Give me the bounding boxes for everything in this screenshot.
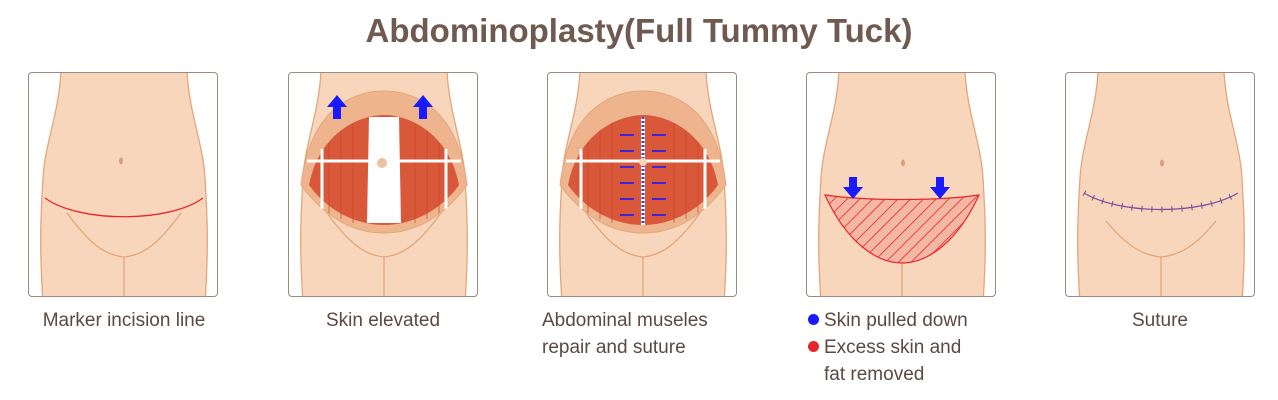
caption-suture: Suture [1132, 310, 1188, 331]
navel-icon [377, 158, 387, 168]
navel-icon [1160, 159, 1164, 167]
step-marker-incision-panel [28, 72, 218, 297]
excess-skin-region [823, 194, 981, 264]
page-title: Abdominoplasty(Full Tummy Tuck) [365, 12, 913, 49]
torso-illustration [300, 73, 468, 296]
step-suture-panel [1065, 72, 1255, 297]
navel-icon [119, 157, 123, 165]
caption-muscle-repair-line1: Abdominal museles [542, 310, 708, 331]
caption-skin-elevated: Skin elevated [325, 310, 441, 331]
step-skin-pulled-panel [806, 72, 996, 297]
arrow-up-icon [327, 95, 433, 119]
red-dot-icon [808, 341, 819, 352]
arrow-down-icon [843, 177, 950, 199]
legend-item-skin-pulled: Skin pulled down [808, 307, 968, 334]
torso-illustration [1077, 73, 1245, 296]
step-skin-elevated-panel [288, 72, 478, 297]
step-muscle-repair-panel [547, 72, 737, 297]
arrow-inward-icon [620, 134, 666, 216]
incision-line [44, 197, 204, 218]
legend-item-excess-removed-line2: fat removed [824, 364, 925, 385]
caption-marker-incision: Marker incision line [42, 310, 206, 331]
torso-illustration [818, 73, 986, 296]
legend-item-excess-removed: Excess skin and [808, 334, 968, 361]
caption-muscle-repair-line2: repair and suture [542, 337, 686, 358]
navel-icon [901, 159, 905, 167]
legend: Skin pulled down Excess skin and fat rem… [808, 307, 968, 388]
torso-illustration [559, 73, 727, 296]
blue-dot-icon [808, 314, 819, 325]
suture-line [1083, 192, 1239, 211]
navel-icon [639, 158, 647, 166]
torso-illustration [40, 73, 208, 296]
